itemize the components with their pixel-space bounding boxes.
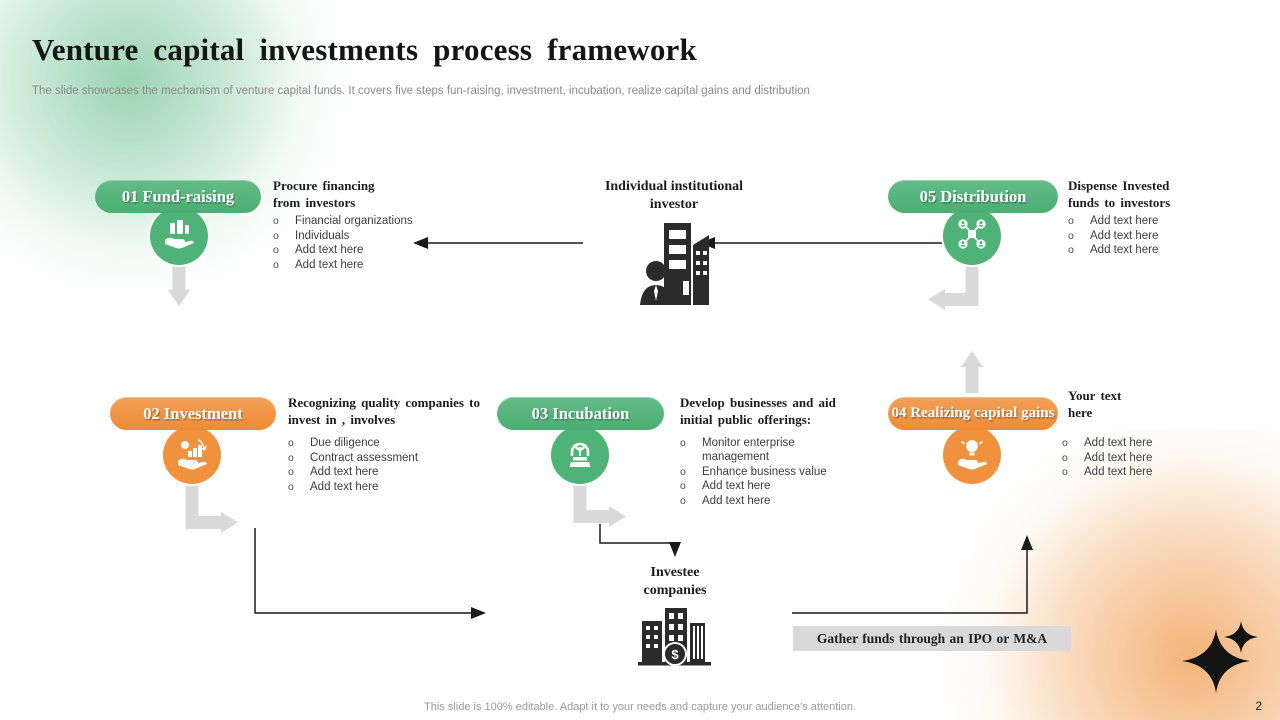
step-circle-fund-raising [150, 207, 208, 265]
bullet-text: Contract assessment [310, 451, 419, 464]
bullet-text: Add text here [295, 258, 364, 271]
bullet-item: o Individuals [273, 229, 443, 243]
bullet-item: o Add text here [288, 480, 468, 494]
bullet-text: Monitor enterprise management [702, 437, 795, 463]
bullet-marker: o [1062, 451, 1068, 464]
investee-companies-label: Investee companies [643, 565, 707, 598]
step-heading-investment: Recognizing quality companies to invest … [288, 395, 480, 427]
bullet-marker: o [288, 466, 294, 478]
bullet-marker: o [273, 215, 279, 227]
bullet-text: Add text here [310, 466, 379, 478]
step-heading-distribution: Dispense Invested funds to investors [1068, 178, 1171, 210]
bullet-text: Add text here [310, 480, 379, 493]
bullet-item: o Add text here [1068, 214, 1208, 228]
bullet-item: o Due diligence [288, 436, 468, 450]
step-pill-label: 04 Realizing capital gains [891, 405, 1055, 421]
incubator-plant-icon [562, 435, 598, 476]
bullet-text: Add text here [295, 244, 364, 256]
bullet-item: o Add text here [273, 243, 443, 257]
hand-money-icon [161, 216, 197, 257]
bullet-marker: o [273, 244, 279, 256]
step-pill-investment: 02 Investment [110, 397, 276, 430]
page-subtitle: The slide showcases the mechanism of ven… [32, 85, 810, 97]
step-circle-realizing-capital-gains [943, 426, 1001, 484]
bullet-marker: o [1068, 244, 1074, 256]
buildings-dollar-icon: $ [637, 604, 713, 673]
bullet-text: Add text here [1084, 451, 1153, 464]
page-number: 2 [1255, 699, 1262, 713]
bullet-item: o Add text here [273, 258, 443, 272]
bullet-item: o Add text here [1068, 229, 1208, 243]
page-title: Venture capital investments process fram… [32, 32, 697, 67]
bullet-item: o Add text here [1062, 451, 1202, 465]
bullet-text: Add text here [1090, 244, 1159, 256]
bullet-text: Add text here [702, 494, 771, 507]
bullet-marker: o [1068, 229, 1074, 242]
bullet-marker: o [273, 229, 279, 242]
bullet-text: Add text here [1090, 229, 1159, 242]
bullet-marker: o [680, 480, 686, 492]
bullet-marker: o [680, 437, 686, 449]
step-pill-label: 05 Distribution [919, 186, 1027, 206]
bullet-marker: o [288, 437, 294, 449]
bullet-item: o Monitor enterprise management [680, 436, 832, 464]
bullet-text: Individuals [295, 229, 350, 242]
bullet-marker: o [1062, 437, 1068, 449]
bullet-item: o Add text here [1062, 465, 1202, 479]
bullet-text: Add text here [702, 480, 771, 492]
bullet-text: Enhance business value [702, 465, 827, 478]
bullet-text: Financial organizations [295, 215, 413, 227]
step-pill-distribution: 05 Distribution [888, 180, 1058, 213]
hand-idea-icon [954, 435, 990, 476]
step-heading-incubation: Develop businesses and aid initial publi… [680, 395, 836, 427]
bullet-marker: o [288, 480, 294, 493]
step-circle-investment [163, 426, 221, 484]
network-people-icon [954, 216, 990, 257]
hand-growth-icon [174, 435, 210, 476]
step-circle-distribution [943, 207, 1001, 265]
bullet-item: o Add text here [1062, 436, 1202, 450]
bullet-marker: o [680, 494, 686, 507]
bullet-marker: o [1062, 466, 1068, 478]
bullet-text: Add text here [1084, 466, 1153, 478]
bullet-item: o Add text here [288, 465, 468, 479]
bullet-marker: o [1068, 215, 1074, 227]
bullet-item: o Add text here [680, 494, 832, 508]
bullet-item: o Add text here [680, 479, 832, 493]
step-pill-label: 01 Fund-raising [121, 186, 235, 206]
bullet-marker: o [273, 258, 279, 271]
bullet-item: o Enhance business value [680, 465, 832, 479]
step-pill-label: 02 Investment [143, 403, 243, 423]
step-pill-realizing-capital-gains: 04 Realizing capital gains [888, 397, 1058, 430]
bullet-item: o Add text here [1068, 243, 1208, 257]
footer-note: This slide is 100% editable. Adapt it to… [424, 701, 856, 713]
dollar-symbol: $ [671, 647, 679, 662]
ipo-banner: Gather funds through an IPO or M&A [793, 626, 1071, 651]
step-pill-label: 03 Incubation [531, 403, 630, 423]
bullet-marker: o [680, 465, 686, 478]
step-circle-incubation [551, 426, 609, 484]
bullet-text: Add text here [1090, 215, 1159, 227]
person-building-icon [639, 221, 711, 312]
bullet-marker: o [288, 451, 294, 464]
institutional-investor-label: Individual institutional investor [604, 179, 744, 212]
bullet-text: Add text here [1084, 437, 1153, 449]
bullet-item: o Financial organizations [273, 214, 443, 228]
bullet-item: o Contract assessment [288, 451, 468, 465]
step-pill-incubation: 03 Incubation [497, 397, 664, 430]
sparkle-star-icon [1180, 621, 1258, 698]
bullet-text: Due diligence [310, 437, 380, 449]
step-heading-realizing-capital-gains: Your text here [1068, 388, 1122, 420]
step-pill-fund-raising: 01 Fund-raising [95, 180, 261, 213]
step-heading-fund-raising: Procure financing from investors [273, 178, 375, 210]
